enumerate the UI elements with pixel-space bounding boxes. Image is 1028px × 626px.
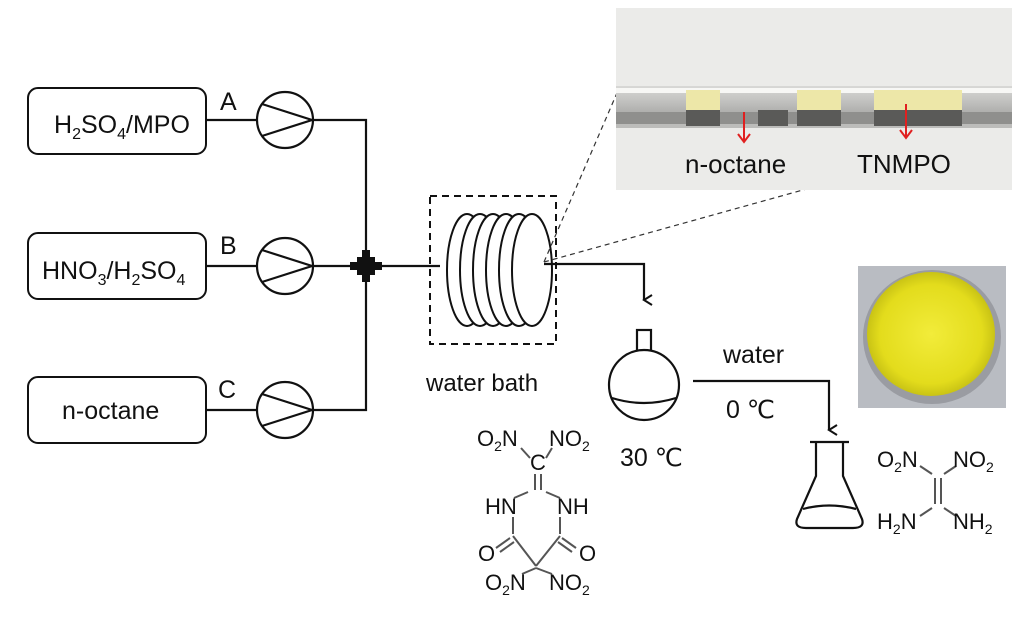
- mol1-top-right-group: NO2: [549, 426, 590, 454]
- quench-reagent: water: [722, 341, 784, 369]
- quench-arrow: [693, 379, 838, 436]
- reservoir-a-label: H2SO4/MPO: [54, 111, 190, 143]
- reservoir-c: n-octane: [27, 376, 207, 444]
- mixer-cross: [350, 250, 382, 282]
- flask-temperature: 30 ℃: [620, 444, 683, 472]
- outlet-arrow: [544, 262, 653, 306]
- tube-photo-inset: n-octane TNMPO: [616, 8, 1012, 190]
- mol1-right-nh: NH: [557, 494, 589, 519]
- mol2-top-right-group: NO2: [953, 447, 994, 475]
- water-bath: [429, 195, 557, 345]
- erlenmeyer-flask: [795, 440, 864, 530]
- mol1-top-left-group: O2N: [477, 426, 518, 454]
- molecule-fox7: O2N NO2 H2N NH2: [877, 447, 994, 537]
- feed-lines: [206, 118, 257, 412]
- quench-temperature: 0 ℃: [726, 396, 775, 424]
- round-bottom-flask: [607, 328, 681, 422]
- inset-label-tnmpo: TNMPO: [857, 149, 951, 179]
- mol1-bottom-right-group: NO2: [549, 570, 590, 598]
- yellow-slug: [874, 90, 962, 110]
- pump-c: [255, 380, 316, 440]
- mol1-right-oxygen: O: [579, 541, 596, 566]
- pump-b: [255, 236, 316, 296]
- reservoir-b-label: HNO3/H2SO4: [42, 257, 186, 289]
- pump-a: [255, 90, 316, 150]
- pump-letter-b: B: [220, 232, 237, 260]
- mol2-top-left-group: O2N: [877, 447, 918, 475]
- mol1-center-carbon: C: [530, 450, 546, 475]
- reservoir-b: HNO3/H2SO4: [27, 232, 207, 300]
- zoom-lines: [543, 85, 811, 263]
- inset-label-n-octane: n-octane: [685, 149, 786, 179]
- mol2-bottom-left-group: H2N: [877, 509, 917, 537]
- mol1-bottom-left-group: O2N: [485, 570, 526, 598]
- product-powder-photo: [858, 266, 1006, 408]
- mol1-left-nh: HN: [485, 494, 517, 519]
- water-bath-label: water bath: [425, 370, 538, 397]
- mol2-bottom-right-group: NH2: [953, 509, 993, 537]
- pump-letter-c: C: [218, 376, 236, 404]
- mol1-left-oxygen: O: [478, 541, 495, 566]
- reactor-coil: [446, 213, 553, 327]
- yellow-slug: [797, 90, 841, 110]
- yellow-slug: [686, 90, 720, 110]
- reservoir-a: H2SO4/MPO: [27, 87, 207, 155]
- reservoir-c-label: n-octane: [62, 397, 159, 425]
- molecule-pyrimidine: O2N NO2 C HN NH O O O2N NO2: [477, 426, 596, 598]
- pump-letter-a: A: [220, 88, 237, 116]
